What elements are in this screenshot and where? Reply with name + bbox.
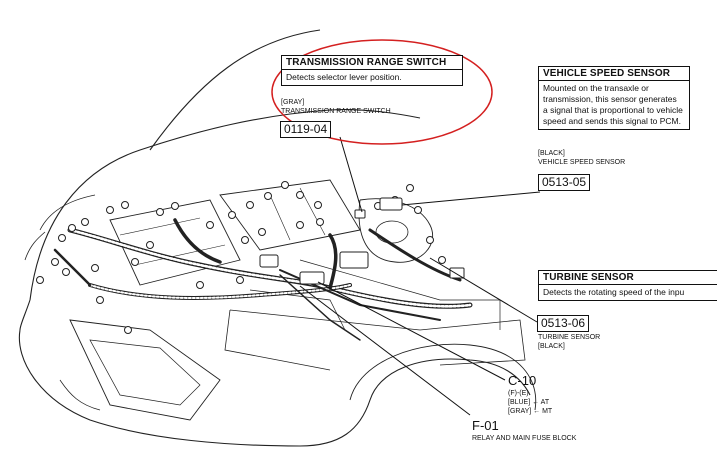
turbine-part-name: TURBINE SENSOR bbox=[538, 334, 601, 341]
trs-callout-box: TRANSMISSION RANGE SWITCH Detects select… bbox=[281, 55, 463, 86]
turbine-color-note: [BLACK] bbox=[538, 343, 565, 350]
trs-title: TRANSMISSION RANGE SWITCH bbox=[282, 56, 462, 70]
trs-part-name: TRANSMISSION RANGE SWITCH bbox=[281, 108, 391, 115]
trs-description: Detects selector lever position. bbox=[286, 72, 402, 82]
turbine-description: Detects the rotating speed of the inpu bbox=[543, 287, 685, 297]
trs-color-note: [GRAY] bbox=[281, 99, 305, 106]
connectors bbox=[36, 181, 465, 334]
highlight-circle bbox=[271, 39, 493, 145]
wire-harness bbox=[53, 218, 473, 341]
vss-callout-box: VEHICLE SPEED SENSOR Mounted on the tran… bbox=[538, 66, 690, 130]
leader-lines bbox=[299, 136, 541, 416]
c10-line3: [GRAY] ← MT bbox=[508, 408, 553, 415]
vss-part-name: VEHICLE SPEED SENSOR bbox=[538, 159, 626, 166]
vss-description: Mounted on the transaxle or transmission… bbox=[543, 83, 683, 126]
vss-color-note: [BLACK] bbox=[538, 150, 565, 157]
c10-line1: (F)-(E) bbox=[508, 390, 529, 397]
c10-line2: [BLUE] ← AT bbox=[508, 399, 550, 406]
turbine-callout-box: TURBINE SENSOR Detects the rotating spee… bbox=[538, 270, 717, 301]
c10-code: C-10 bbox=[508, 373, 537, 388]
vss-code: 0513-05 bbox=[538, 174, 591, 191]
trs-code: 0119-04 bbox=[280, 121, 332, 138]
turbine-title: TURBINE SENSOR bbox=[539, 271, 717, 285]
f01-part-name: RELAY AND MAIN FUSE BLOCK bbox=[472, 435, 577, 442]
vss-title: VEHICLE SPEED SENSOR bbox=[539, 67, 689, 81]
f01-code: F-01 bbox=[472, 418, 499, 433]
turbine-code: 0513-06 bbox=[537, 315, 590, 332]
